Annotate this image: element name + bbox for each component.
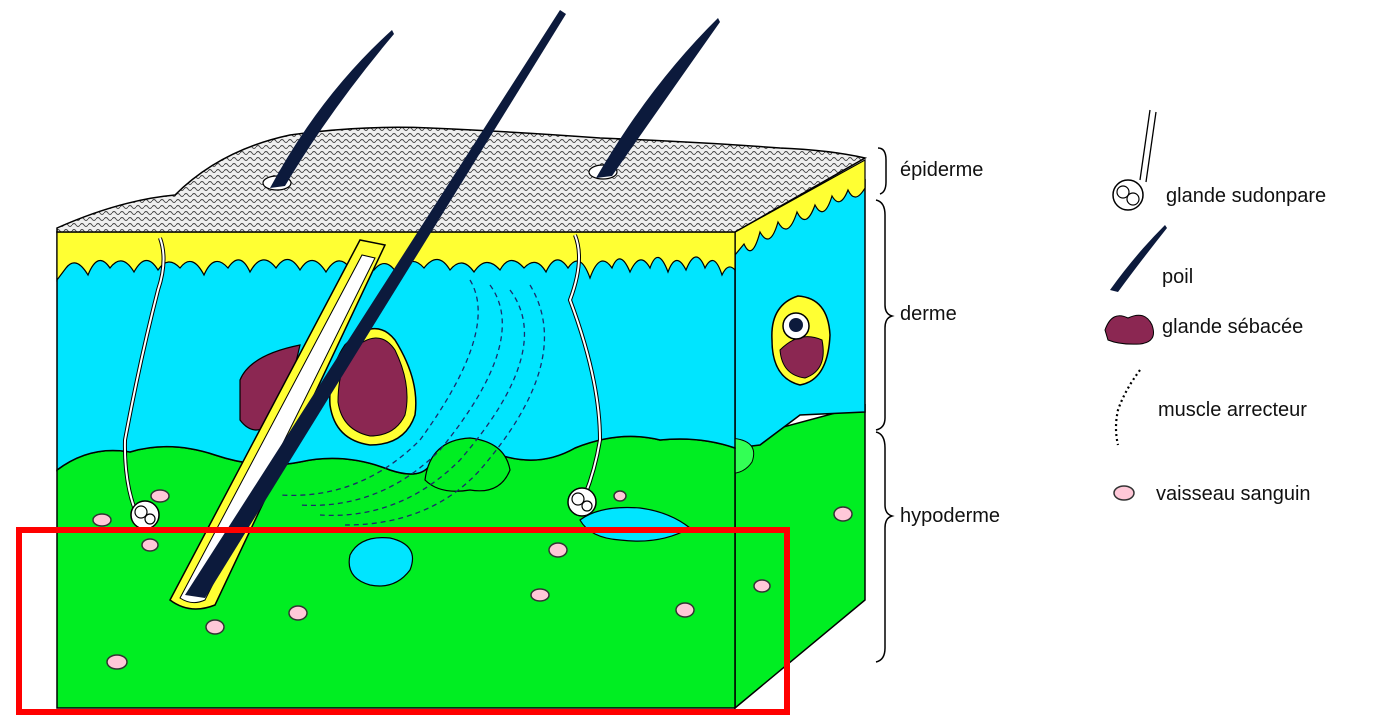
legend-item-sweat-gland: glande sudonpare (1113, 110, 1326, 210)
side-hair-section (772, 296, 830, 385)
legend-label: glande sébacée (1162, 316, 1303, 338)
label-hypodermis: hypoderme (900, 505, 1000, 527)
legend-item-arrector-muscle: muscle arrecteur (1116, 370, 1307, 445)
label-epidermis: épiderme (900, 159, 983, 181)
legend-item-blood-vessel: vaisseau sanguin (1114, 483, 1311, 505)
legend-label: vaisseau sanguin (1156, 483, 1311, 505)
hypodermis-bracket (876, 432, 892, 662)
legend-item-hair: poil (1110, 225, 1193, 292)
sweat-gland-icon (1113, 110, 1156, 210)
blood-vessel-icon (531, 589, 549, 601)
dermis-bracket (876, 200, 892, 430)
layer-brackets (876, 148, 892, 662)
blood-vessel-icon (834, 507, 852, 521)
arrector-muscle-icon (1116, 370, 1140, 445)
blood-vessel-icon (151, 490, 169, 502)
legend: glande sudonpare poil glande sébacée mus… (1105, 110, 1326, 505)
blood-vessel-icon (93, 514, 111, 526)
blood-vessel-icon (1114, 486, 1134, 500)
blood-vessel-icon (107, 655, 127, 669)
legend-label: muscle arrecteur (1158, 399, 1307, 421)
label-dermis: derme (900, 303, 957, 325)
blood-vessel-icon (142, 539, 158, 551)
blood-vessel-icon (676, 603, 694, 617)
legend-label: glande sudonpare (1166, 185, 1326, 207)
blood-vessel-icon (614, 491, 626, 501)
epidermis-bracket (878, 148, 886, 194)
legend-label: poil (1162, 266, 1193, 288)
block-front-face (57, 232, 735, 708)
legend-item-sebaceous-gland: glande sébacée (1105, 315, 1303, 344)
blood-vessel-icon (549, 543, 567, 557)
side-hypodermis (735, 405, 865, 708)
blood-vessel-icon (206, 620, 224, 634)
blood-vessel-icon (754, 580, 770, 592)
sebaceous-gland-icon (1105, 315, 1154, 344)
blood-vessel-icon (289, 606, 307, 620)
hair-icon (1110, 225, 1167, 292)
